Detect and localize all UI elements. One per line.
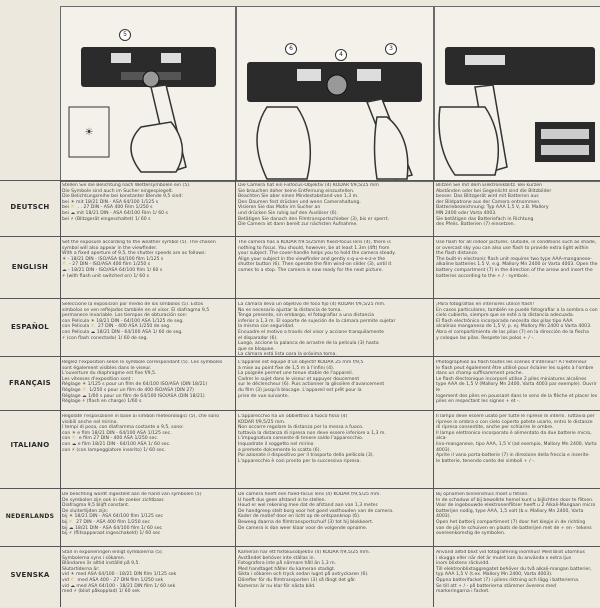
camera-illustration-2 bbox=[247, 62, 422, 180]
callout-5: 5 bbox=[119, 29, 131, 41]
exposure-text: De belichting wordt ingesteld aan de han… bbox=[62, 492, 202, 537]
flash-text: Bij opnamen binnenshuis moet u flitsen. … bbox=[436, 492, 596, 537]
language-label: FRANÇAIS bbox=[8, 379, 52, 387]
exposure-text: Stellen Sie die Belichtung nach Wettersy… bbox=[62, 183, 191, 222]
camera-illustration-1: ☀ bbox=[68, 47, 216, 173]
camera-illustration-3 bbox=[438, 47, 595, 176]
exposure-text: Regolate l'esposizione in base ai simbol… bbox=[62, 414, 220, 453]
flash-text: Use flash for all indoor pictures. Outsi… bbox=[436, 240, 598, 279]
language-label: NEDERLANDS bbox=[5, 513, 55, 520]
flash-text: Använd alltid blixt vid fotografering in… bbox=[436, 550, 592, 595]
shooting-text: L'appareil est équipé d'un objectif KODA… bbox=[238, 360, 385, 399]
column-divider bbox=[433, 180, 434, 607]
shooting-text: The camera has a KODAR f/9.5/25mm fixed-… bbox=[238, 240, 396, 273]
row-svenska: SVENSKA Ställ in exponeringen enligt sym… bbox=[0, 546, 600, 608]
callout-4: 4 bbox=[335, 49, 347, 61]
language-label: DEUTSCH bbox=[10, 203, 50, 211]
column-divider bbox=[235, 180, 236, 607]
flash-text: Photographiez au flash toutes les scènes… bbox=[436, 360, 598, 405]
row-italiano: ITALIANO Regolate l'esposizione in base … bbox=[0, 410, 600, 489]
column-divider bbox=[60, 180, 61, 607]
shooting-text: L'apparecchio ha un obbiettivo a fuoco f… bbox=[238, 414, 386, 464]
row-francais: FRANÇAIS Réglez l'exposition selon le sy… bbox=[0, 356, 600, 411]
shooting-text: Kameran har ett fixfokusobjektiv (4) KOD… bbox=[238, 550, 371, 589]
language-label: ITALIANO bbox=[10, 441, 50, 449]
exposure-text: Seleccione la exposición por medio de lo… bbox=[62, 302, 210, 341]
illustration-shooting: 6 4 3 bbox=[236, 6, 434, 182]
callout-6: 6 bbox=[285, 43, 297, 55]
exposure-text: Ställ in exponeringen enligt symbolerna … bbox=[62, 550, 177, 595]
callout-3: 3 bbox=[385, 43, 397, 55]
language-label: ENGLISH bbox=[11, 263, 49, 271]
exposure-text: Réglez l'exposition selon le symbole cor… bbox=[62, 360, 223, 405]
row-deutsch: DEUTSCH Stellen Sie die Belichtung nach … bbox=[0, 180, 600, 237]
row-espanol: ESPAÑOL Seleccione la exposición por med… bbox=[0, 298, 600, 357]
shooting-text: De camera heeft een fixed-focus lens (4)… bbox=[238, 492, 394, 531]
shooting-text: Die Camera hat ein Fixfocus-Objektiv (4)… bbox=[238, 183, 390, 228]
illustration-exposure-setting: ☀ 5 bbox=[60, 6, 236, 182]
svg-text:☀: ☀ bbox=[85, 127, 94, 138]
shooting-text: La cámara lleva un objetivo de foco fijo… bbox=[238, 302, 396, 355]
illustration-flash-battery bbox=[434, 6, 600, 182]
language-label: ESPAÑOL bbox=[10, 323, 50, 331]
language-label: SVENSKA bbox=[10, 571, 50, 579]
flash-text: ¡Para fotografías en interiores utilice … bbox=[436, 302, 598, 341]
flash-text: Il lampo deve essere usato per tutte le … bbox=[436, 414, 597, 464]
flash-text: Blitzen Sie mit dem Elektronikblitz. Bei… bbox=[436, 183, 552, 228]
row-nederlands: NEDERLANDS De belichting wordt ingesteld… bbox=[0, 488, 600, 547]
row-english: ENGLISH Set the exposure according to th… bbox=[0, 236, 600, 299]
exposure-text: Set the exposure according to the weathe… bbox=[62, 240, 216, 279]
